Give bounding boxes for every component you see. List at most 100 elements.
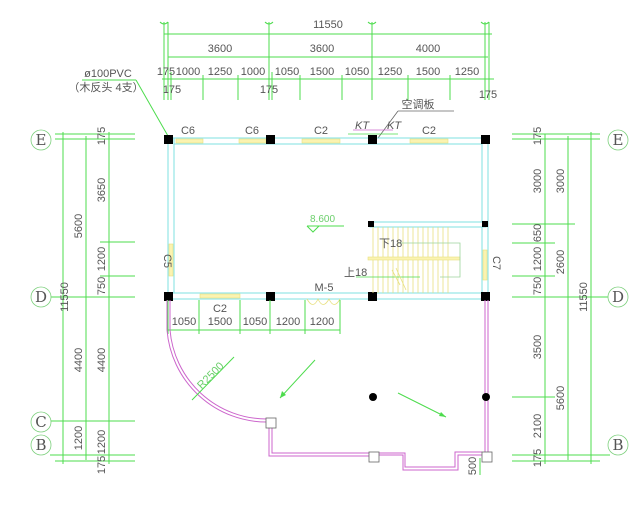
axis-bubble-C-left: C <box>30 411 52 433</box>
top-bay-dim-2: 3600 <box>310 43 334 55</box>
bottom-dim: 1050 <box>243 316 267 328</box>
window-label-c2: C2 <box>314 125 328 137</box>
elevation-marker <box>306 225 344 233</box>
right-dim: 5600 <box>555 386 567 410</box>
top-seg-dim: 1050 <box>275 66 299 78</box>
top-dimension-lines <box>159 21 494 100</box>
pipe-note-line1: ø100PVC <box>84 68 132 80</box>
right-overall-dim: 11550 <box>578 282 590 312</box>
top-seg-dim: 1250 <box>455 66 479 78</box>
bottom-dimension-line <box>167 300 341 334</box>
elevation-label: 8.600 <box>310 214 335 225</box>
top-seg-dim: 1000 <box>176 66 200 78</box>
left-dim: 750 <box>96 277 108 295</box>
window-c7 <box>482 249 488 281</box>
svg-text:E: E <box>36 131 47 149</box>
drainage-arrow-icon <box>279 359 316 399</box>
left-dim: 1200 <box>96 247 108 271</box>
left-dim: 5600 <box>73 214 85 238</box>
left-dim: 1200 <box>96 430 108 454</box>
staircase <box>356 227 461 293</box>
svg-text:E: E <box>613 131 624 149</box>
left-dim: 4400 <box>96 348 108 372</box>
balcony-post <box>265 417 277 429</box>
door-m5 <box>306 298 341 305</box>
svg-text:D: D <box>35 288 47 306</box>
top-lower-dim: 175 <box>163 84 181 96</box>
window-label-c2: C2 <box>422 125 436 137</box>
kt-left-label: KT <box>355 120 370 132</box>
radius-dimension-line <box>191 356 235 401</box>
top-seg-dim: 1500 <box>310 66 334 78</box>
window-label-c7: C7 <box>490 256 502 270</box>
balcony-post <box>481 451 493 463</box>
round-column <box>369 393 377 401</box>
svg-text:D: D <box>612 288 624 306</box>
round-column <box>482 393 490 401</box>
svg-text:B: B <box>35 436 46 454</box>
window-c5 <box>168 243 174 277</box>
window-label-c5: C5 <box>161 254 173 268</box>
window-label-c6: C6 <box>245 125 259 137</box>
top-bay-dim-1: 3600 <box>208 43 232 55</box>
drainage-arrow-icon <box>397 392 447 418</box>
axis-bubble-D-right: D <box>607 286 629 308</box>
top-lower-dim: 175 <box>260 84 278 96</box>
balcony-post <box>368 451 380 463</box>
right-dim: 175 <box>532 127 544 145</box>
left-dim: 1200 <box>73 426 85 450</box>
right-dim: 175 <box>532 449 544 467</box>
right-dim: 2600 <box>555 250 567 274</box>
stair-down-label: 下18 <box>379 238 402 250</box>
bottom-dim: 1200 <box>310 316 334 328</box>
left-dim: 175 <box>96 456 108 474</box>
right-dim: 3000 <box>555 169 567 193</box>
bottom-dim: 1200 <box>276 316 300 328</box>
structural-columns <box>164 135 490 301</box>
right-dim: 650 <box>532 224 544 242</box>
ac-board-label: 空调板 <box>402 97 435 111</box>
window-c6-2 <box>238 138 267 144</box>
top-seg-dim: 1250 <box>208 66 232 78</box>
top-seg-dim: 1500 <box>416 66 440 78</box>
balcony-outline <box>166 300 489 471</box>
axis-bubble-D-left: D <box>30 286 52 308</box>
bottom-dim: 1500 <box>208 316 232 328</box>
left-overall-dim: 11550 <box>59 282 71 312</box>
door-label: M-5 <box>315 282 334 294</box>
window-c2-bottom <box>199 293 241 299</box>
left-dimension-lines <box>50 132 135 464</box>
right-dimension-lines <box>512 132 610 464</box>
top-seg-dim: 1250 <box>378 66 402 78</box>
radius-label: R2500 <box>195 360 226 391</box>
small-dim-500: 500 <box>467 457 479 475</box>
top-seg-dim: 1050 <box>345 66 369 78</box>
top-overall-dim: 11550 <box>313 19 343 31</box>
pipe-note-leader <box>82 79 169 137</box>
left-dim: 4400 <box>73 348 85 372</box>
right-dim: 1200 <box>532 247 544 271</box>
axis-bubble-E-right: E <box>607 129 629 151</box>
axis-bubble-B-right: B <box>607 434 629 456</box>
svg-text:C: C <box>35 413 46 431</box>
stair-up-label: 上18 <box>344 266 367 279</box>
window-c6-1 <box>175 138 204 144</box>
top-lower-dim: 175 <box>479 89 497 101</box>
kt-right-label: KT <box>387 120 402 132</box>
top-bay-dim-3: 4000 <box>416 43 440 55</box>
right-dim: 750 <box>532 277 544 295</box>
left-dim: 175 <box>96 127 108 145</box>
right-dim: 2100 <box>532 414 544 438</box>
axis-bubble-E-left: E <box>30 129 52 151</box>
right-dim: 3000 <box>532 169 544 193</box>
axis-bubble-B-left: B <box>30 434 52 456</box>
svg-text:B: B <box>612 436 623 454</box>
left-dim: 3650 <box>96 178 108 202</box>
window-c2-2 <box>409 138 449 144</box>
top-seg-dim: 1000 <box>241 66 265 78</box>
top-seg-dim: 175 <box>157 66 175 78</box>
right-dim: 3500 <box>532 335 544 359</box>
bottom-dim: 1050 <box>172 316 196 328</box>
